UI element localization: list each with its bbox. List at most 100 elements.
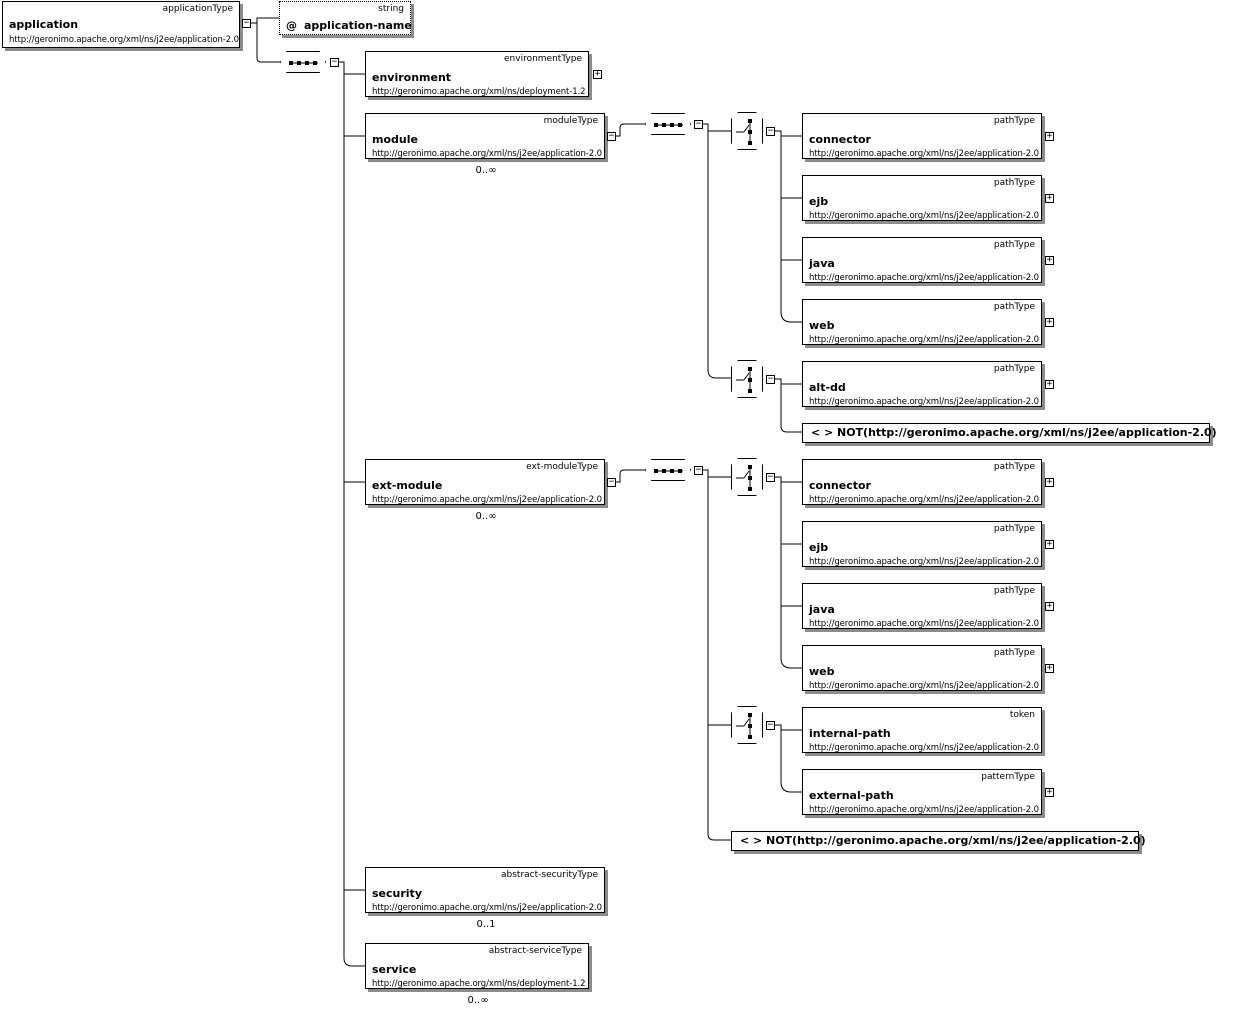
element-application[interactable]: applicationType application http://geron… [2, 1, 240, 48]
type-label: pathType [993, 364, 1035, 374]
expand-toggle-icon[interactable]: + [1045, 787, 1054, 797]
namespace-label: http://geronimo.apache.org/xml/ns/j2ee/a… [809, 273, 1039, 283]
element-service[interactable]: abstract-serviceType service http://gero… [365, 943, 589, 989]
element-ext-module[interactable]: ext-moduleType ext-module http://geronim… [365, 459, 605, 505]
element-security[interactable]: abstract-securityType security http://ge… [365, 867, 605, 913]
element-name: web [809, 319, 835, 332]
expand-toggle-icon[interactable]: + [1045, 663, 1054, 673]
cardinality-label: 0..1 [476, 919, 496, 930]
sequence-compositor-icon[interactable] [645, 459, 691, 481]
type-label: ext-moduleType [526, 462, 598, 472]
collapse-toggle-icon[interactable]: − [694, 465, 703, 475]
type-label: pathType [993, 586, 1035, 596]
type-label: environmentType [504, 54, 582, 64]
type-label: applicationType [162, 4, 233, 14]
element-name: service [372, 963, 417, 976]
choice-compositor-icon[interactable] [731, 706, 763, 744]
wildcard-label: NOT(http://geronimo.apache.org/xml/ns/j2… [766, 834, 1146, 847]
namespace-label: http://geronimo.apache.org/xml/ns/j2ee/a… [372, 149, 602, 159]
namespace-label: http://geronimo.apache.org/xml/ns/j2ee/a… [809, 149, 1039, 159]
expand-toggle-icon[interactable]: + [1045, 379, 1054, 389]
element-name: internal-path [809, 727, 891, 740]
namespace-label: http://geronimo.apache.org/xml/ns/j2ee/a… [372, 903, 602, 913]
type-label: pathType [993, 302, 1035, 312]
element-module-ejb[interactable]: pathType ejb http://geronimo.apache.org/… [802, 175, 1042, 221]
cardinality-label: 0..∞ [467, 995, 489, 1006]
attribute-icon: @ [286, 19, 297, 32]
choice-compositor-icon[interactable] [731, 458, 763, 496]
element-name: application [9, 18, 79, 31]
element-module-web[interactable]: pathType web http://geronimo.apache.org/… [802, 299, 1042, 345]
type-label: pathType [993, 524, 1035, 534]
element-name: external-path [809, 789, 894, 802]
collapse-toggle-icon[interactable]: − [330, 57, 339, 67]
namespace-label: http://geronimo.apache.org/xml/ns/j2ee/a… [809, 557, 1039, 567]
type-label: pathType [993, 116, 1035, 126]
wildcard-any-module[interactable]: < >NOT(http://geronimo.apache.org/xml/ns… [802, 423, 1217, 443]
namespace-label: http://geronimo.apache.org/xml/ns/deploy… [372, 87, 586, 97]
element-name: java [809, 257, 835, 270]
element-module-connector[interactable]: pathType connector http://geronimo.apach… [802, 113, 1042, 159]
type-label: patternType [981, 772, 1035, 782]
type-label: pathType [993, 240, 1035, 250]
wildcard-label: NOT(http://geronimo.apache.org/xml/ns/j2… [837, 426, 1217, 439]
collapse-toggle-icon[interactable]: − [766, 374, 775, 384]
element-name: ejb [809, 195, 829, 208]
type-label: abstract-securityType [501, 870, 598, 880]
expand-toggle-icon[interactable]: + [1045, 255, 1054, 265]
element-name: web [809, 665, 835, 678]
element-ext-web[interactable]: pathType web http://geronimo.apache.org/… [802, 645, 1042, 691]
element-name: environment [372, 71, 452, 84]
element-ext-internal-path[interactable]: token internal-path http://geronimo.apac… [802, 707, 1042, 753]
choice-compositor-icon[interactable] [731, 360, 763, 398]
sequence-compositor-icon[interactable] [645, 113, 691, 135]
wildcard-any-ext-module[interactable]: < >NOT(http://geronimo.apache.org/xml/ns… [731, 831, 1146, 851]
expand-toggle-icon[interactable]: + [1045, 539, 1054, 549]
namespace-label: http://geronimo.apache.org/xml/ns/j2ee/a… [372, 495, 602, 505]
element-module-java[interactable]: pathType java http://geronimo.apache.org… [802, 237, 1042, 283]
element-ext-connector[interactable]: pathType connector http://geronimo.apach… [802, 459, 1042, 505]
element-name: module [372, 133, 418, 146]
expand-toggle-icon[interactable]: + [593, 69, 602, 79]
type-label: moduleType [543, 116, 598, 126]
element-module-alt-dd[interactable]: pathType alt-dd http://geronimo.apache.o… [802, 361, 1042, 407]
collapse-toggle-icon[interactable]: − [607, 477, 616, 487]
sequence-compositor-icon[interactable] [280, 51, 326, 73]
namespace-label: http://geronimo.apache.org/xml/ns/j2ee/a… [9, 35, 239, 45]
element-name: connector [809, 133, 871, 146]
element-name: ext-module [372, 479, 443, 492]
type-label: token [1009, 710, 1035, 720]
collapse-toggle-icon[interactable]: − [607, 131, 616, 141]
namespace-label: http://geronimo.apache.org/xml/ns/j2ee/a… [809, 335, 1039, 345]
element-ext-external-path[interactable]: patternType external-path http://geronim… [802, 769, 1042, 815]
collapse-toggle-icon[interactable]: − [766, 472, 775, 482]
element-ext-ejb[interactable]: pathType ejb http://geronimo.apache.org/… [802, 521, 1042, 567]
element-module[interactable]: moduleType module http://geronimo.apache… [365, 113, 605, 159]
type-label: pathType [993, 178, 1035, 188]
cardinality-label: 0..∞ [475, 511, 497, 522]
collapse-toggle-icon[interactable]: − [766, 126, 775, 136]
type-label: pathType [993, 462, 1035, 472]
element-ext-java[interactable]: pathType java http://geronimo.apache.org… [802, 583, 1042, 629]
expand-toggle-icon[interactable]: + [1045, 477, 1054, 487]
choice-compositor-icon[interactable] [731, 112, 763, 150]
collapse-toggle-icon[interactable]: − [766, 720, 775, 730]
element-environment[interactable]: environmentType environment http://geron… [365, 51, 589, 97]
namespace-label: http://geronimo.apache.org/xml/ns/deploy… [372, 979, 586, 989]
wildcard-icon: < > [740, 834, 763, 847]
namespace-label: http://geronimo.apache.org/xml/ns/j2ee/a… [809, 619, 1039, 629]
expand-toggle-icon[interactable]: + [1045, 193, 1054, 203]
expand-toggle-icon[interactable]: + [1045, 131, 1054, 141]
expand-toggle-icon[interactable]: + [1045, 601, 1054, 611]
attribute-application-name[interactable]: string @ application-name [279, 1, 412, 35]
element-name: ejb [809, 541, 829, 554]
collapse-toggle-icon[interactable]: − [694, 119, 703, 129]
element-name: java [809, 603, 835, 616]
namespace-label: http://geronimo.apache.org/xml/ns/j2ee/a… [809, 211, 1039, 221]
cardinality-label: 0..∞ [475, 165, 497, 176]
element-name: security [372, 887, 422, 900]
collapse-toggle-icon[interactable]: − [242, 18, 251, 28]
type-label: pathType [993, 648, 1035, 658]
expand-toggle-icon[interactable]: + [1045, 317, 1054, 327]
